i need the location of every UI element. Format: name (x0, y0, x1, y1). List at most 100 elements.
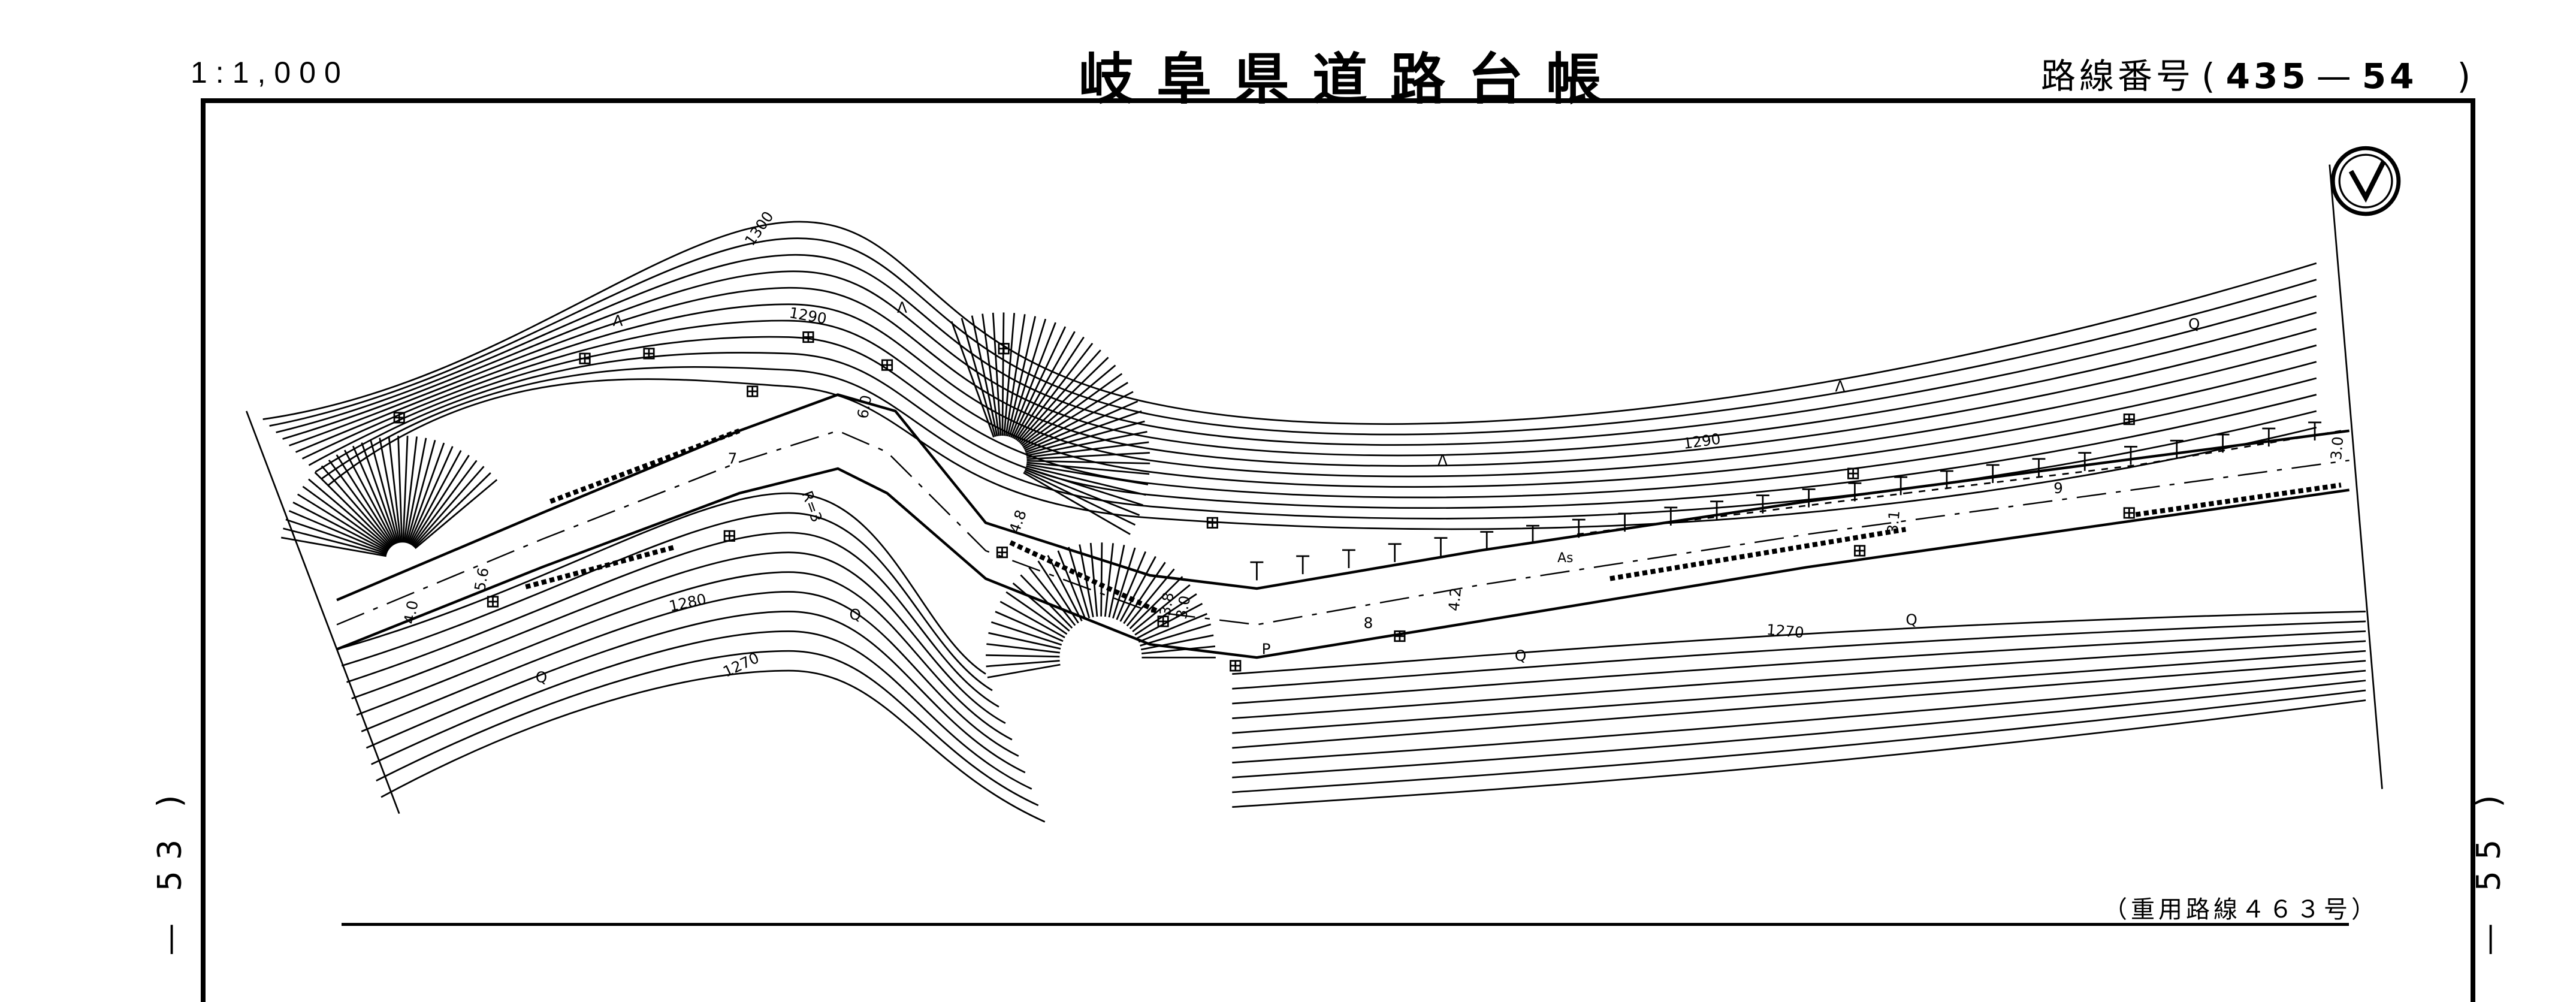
route-sheet: 54 (2361, 56, 2418, 96)
guardrail-post-icon (1618, 512, 1632, 532)
slope-hatch (1022, 382, 1128, 448)
slope-hatch (412, 460, 478, 547)
slope-hatch (1116, 551, 1147, 620)
slope-hatch (1138, 612, 1207, 643)
guardrail-post-icon (2124, 446, 2137, 465)
boundary-marker-cross (747, 386, 757, 397)
guardrail-post-icon (2170, 439, 2184, 459)
slope-hatch (1026, 431, 1147, 457)
contour-line (262, 221, 2317, 425)
overlap-route-note: （重用路線４６３号） (2103, 896, 2379, 923)
contour-line (308, 336, 2317, 499)
slope-hatch (986, 643, 1061, 654)
pavement-label: As (1557, 551, 1573, 566)
slope-hatch (1015, 336, 1085, 440)
boundary-marker-cross (1855, 545, 1865, 556)
map-scale: 1:1,000 (191, 56, 349, 89)
map-symbol: Λ (613, 312, 623, 329)
dimension-label: 9 (2053, 479, 2063, 497)
slope-hatch (1079, 544, 1094, 618)
slope-hatch (412, 466, 485, 547)
slope-hatch (1012, 583, 1070, 632)
dimension-label: 3.0 (1173, 594, 1194, 621)
boundary-marker-cross (1394, 631, 1405, 641)
dimension-label: 7 (728, 450, 738, 467)
slope-hatch (1119, 556, 1156, 622)
footer-rule (342, 923, 2349, 926)
slope-hatch (1025, 469, 1140, 516)
slope-hatch (1026, 452, 1150, 460)
boundary-marker-cross (724, 531, 735, 541)
contour-line (301, 319, 2317, 488)
map-edge-right (2329, 164, 2383, 789)
route-number: 路線番号(435—54) (2037, 48, 2478, 98)
guardrail-post-icon (1756, 494, 1769, 514)
contours-upper (262, 221, 2317, 530)
map-symbol: Λ (1835, 378, 1845, 395)
slope-hatch (1132, 584, 1191, 633)
slope-hatch (1020, 364, 1116, 445)
slope-hatch (1011, 326, 1067, 439)
slope-hatch (1026, 461, 1150, 475)
guardrail-post-icon (1802, 488, 1816, 508)
guardrail-post-icon (2308, 421, 2322, 441)
map-symbol: Q (536, 668, 547, 686)
guardrail-post-icon (1434, 537, 1448, 556)
contour-line (351, 551, 2366, 725)
slope-hatch (413, 472, 491, 548)
contours-lower (336, 492, 2366, 823)
guardrail-post-icon (2032, 458, 2046, 477)
slope-hatch (1123, 562, 1166, 624)
north-arrow-icon (2330, 146, 2401, 216)
slope-hatch (407, 442, 445, 544)
contour-line (276, 254, 2317, 446)
slope-hatch (1023, 391, 1134, 450)
slope-hatch (409, 450, 462, 545)
slope-hatch (321, 465, 392, 547)
slope-hatch (988, 632, 1061, 650)
slope-hatch (1025, 420, 1145, 455)
slope-hatch (1008, 318, 1047, 437)
slope-hatch (1019, 357, 1109, 444)
slope-hatch (1047, 555, 1083, 621)
guardrail-post-icon (1986, 464, 2000, 484)
boundary-marker-cross (997, 547, 1007, 557)
dimension-label: 3.8 (1156, 591, 1177, 617)
guardrail-post-icon (1848, 482, 1862, 502)
slope-hatch (1028, 567, 1076, 626)
boundary-marker-cross (488, 596, 498, 607)
guardrail-post-icon (1250, 561, 1264, 581)
route-close: ) (2457, 56, 2475, 96)
dimension-label: R=3 (798, 488, 826, 524)
boundary-marker-cross (882, 360, 892, 370)
guardrail-post-icon (1342, 549, 1355, 569)
slope-hatch (285, 518, 388, 555)
contour-line (321, 366, 2317, 520)
slope-hatch (1003, 313, 1016, 436)
slope-hatch (999, 600, 1065, 639)
slope-hatch (404, 437, 427, 544)
slope-hatch (1140, 623, 1212, 647)
slope-hatch (1007, 316, 1037, 437)
boundary-marker-cross (2124, 414, 2134, 424)
slope-hatch (1104, 543, 1114, 617)
pole-label: P (1262, 641, 1271, 658)
contour-line (289, 286, 2317, 467)
road (336, 393, 2349, 659)
map-symbol: Λ (1438, 451, 1448, 469)
guardrail-post-icon (2262, 427, 2276, 447)
map-labels: 1300 1290 1280 1270 1290 1270 4.0 5.6 7 … (400, 208, 2347, 686)
slope-hatch (297, 493, 389, 551)
slope-hatch (308, 478, 391, 549)
slope-hatch (410, 454, 470, 546)
boundary-marker-cross (394, 412, 404, 423)
slope-hatch (987, 663, 1061, 678)
map-frame (201, 98, 2475, 1002)
slope-hatch (283, 527, 387, 556)
contour-line (371, 630, 2366, 790)
slope-hatch (288, 510, 388, 554)
contour-line (341, 512, 2366, 692)
guardrail-post-icon (1664, 506, 1678, 526)
slope-hatch (379, 437, 400, 543)
guardrail-post-icon (1526, 524, 1539, 544)
